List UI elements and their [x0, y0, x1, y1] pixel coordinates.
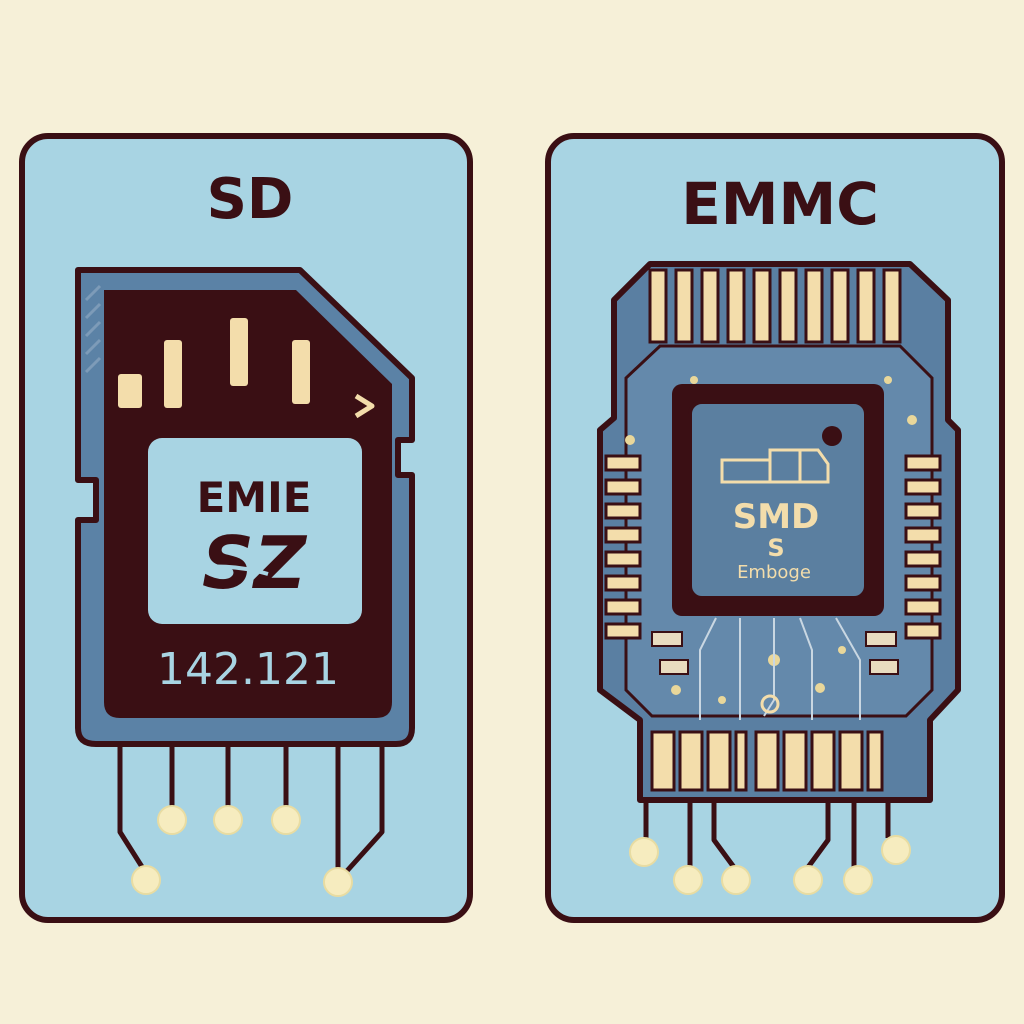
emmc-left-pins	[604, 454, 642, 640]
terminal-dot	[629, 837, 659, 867]
emmc-top-pins	[648, 268, 902, 344]
emmc-small-components	[651, 631, 899, 675]
emmc-chip-line1: SMD	[733, 497, 820, 537]
smd-resistor	[865, 631, 897, 647]
sd-panel-title: SD	[207, 167, 294, 232]
emmc-chip-line2: S	[767, 534, 784, 562]
arrow-icon	[354, 393, 375, 419]
emmc-terminals	[629, 835, 911, 895]
emmc-chip-line3: Emboge	[737, 562, 811, 583]
emmc-bottom-pins-right	[754, 730, 884, 792]
terminal-dot	[323, 867, 353, 897]
terminal-dot	[721, 865, 751, 895]
emmc-panel: EMMC	[545, 133, 1005, 923]
terminal-dot	[673, 865, 703, 895]
sd-card-brand-line1: EMIE	[197, 473, 312, 522]
terminal-dot	[793, 865, 823, 895]
sd-card-icon: EMIE SZ 142.121	[75, 267, 415, 747]
test-point	[760, 694, 780, 714]
sd-card-hatch	[84, 284, 102, 374]
sd-contact	[164, 340, 182, 408]
emmc-right-pins	[904, 454, 942, 640]
sd-card-contacts	[118, 318, 310, 408]
sd-card-label	[148, 438, 362, 624]
emmc-vias	[625, 376, 917, 704]
sd-card-serial: 142.121	[157, 644, 339, 695]
terminal-dot	[843, 865, 873, 895]
terminal-dot	[213, 805, 243, 835]
chip-logo-icon	[720, 448, 830, 484]
emmc-chip: SMD S Emboge	[688, 400, 868, 600]
sd-contact	[230, 318, 248, 386]
terminal-dot	[131, 865, 161, 895]
sd-contact	[118, 374, 142, 408]
sd-contact	[292, 340, 310, 404]
terminal-dot	[157, 805, 187, 835]
chip-pin1-dot	[822, 426, 842, 446]
terminal-dot	[271, 805, 301, 835]
emmc-chip-body	[688, 400, 868, 600]
sd-card-brand-line2: SZ	[202, 521, 308, 605]
sd-panel: SD E	[19, 133, 473, 923]
sd-terminals	[131, 805, 353, 897]
terminal-dot	[881, 835, 911, 865]
smd-resistor	[651, 631, 683, 647]
sd-card-logo-swoosh	[171, 564, 269, 576]
sd-wires	[117, 746, 385, 874]
smd-resistor	[659, 659, 689, 675]
emmc-wires	[643, 798, 891, 872]
emmc-bottom-pins-left	[650, 730, 748, 792]
smd-resistor	[869, 659, 899, 675]
emmc-panel-title: EMMC	[681, 170, 879, 238]
